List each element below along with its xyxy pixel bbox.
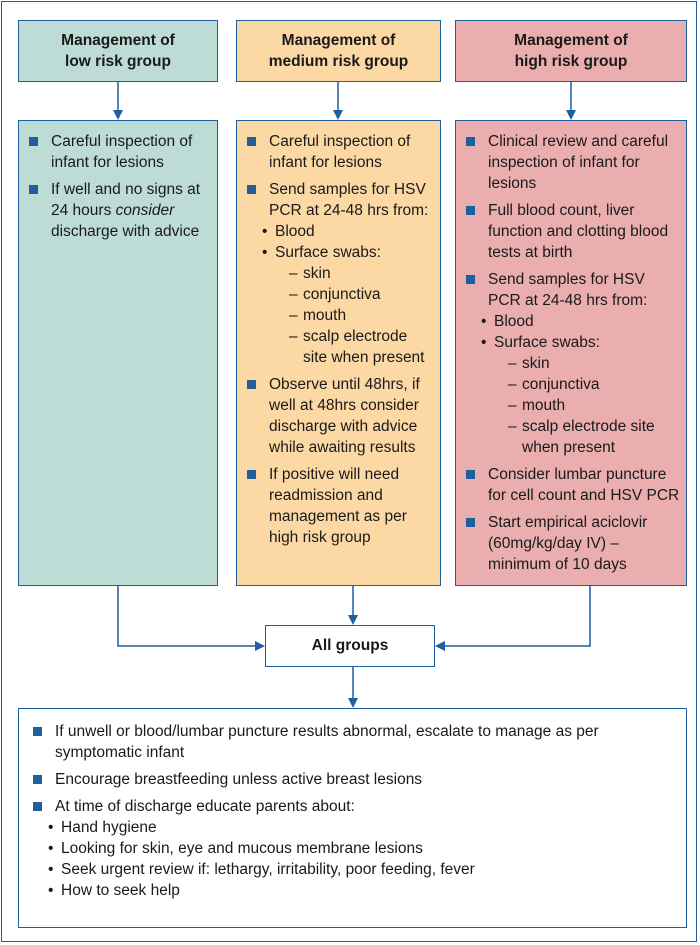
medium-sample-swabs: •Surface swabs: –skin –conjunctiva –mout… [261,242,434,368]
high-risk-title-line1: Management of [514,32,628,49]
high-item-lumbar: Consider lumbar puncture for cell count … [466,464,680,506]
square-bullet-icon [33,727,42,736]
educate-hygiene: •Hand hygiene [48,819,157,836]
square-bullet-icon [466,137,475,146]
medium-swab-mouth: –mouth [289,307,347,324]
all-groups-title: All groups [311,637,389,654]
educate-list: •Hand hygiene •Looking for skin, eye and… [47,817,676,901]
high-item-samples: Send samples for HSV PCR at 24-48 hrs fr… [466,269,680,458]
square-bullet-icon [247,470,256,479]
square-bullet-icon [466,206,475,215]
high-risk-body: Clinical review and careful inspection o… [455,120,687,586]
low-risk-list: Careful inspection of infant for lesions… [29,131,209,242]
low-risk-title-line2: low risk group [65,53,171,70]
high-swab-skin: –skin [508,355,550,372]
high-item-review: Clinical review and careful inspection o… [466,131,680,194]
high-sample-swabs: •Surface swabs: –skin –conjunctiva –mout… [480,332,680,458]
medium-swab-skin: –skin [289,265,331,282]
medium-swab-scalp: –scalp electrode site when present [289,328,425,366]
high-swab-mouth: –mouth [508,397,566,414]
arrow-high-to-all [435,586,591,651]
medium-risk-header: Management of medium risk group [236,20,441,82]
high-risk-list: Clinical review and careful inspection o… [466,131,680,575]
low-risk-header: Management of low risk group [18,20,218,82]
high-item-aciclovir: Start empirical aciclovir (60mg/kg/day I… [466,512,680,575]
low-risk-body: Careful inspection of infant for lesions… [18,120,218,586]
square-bullet-icon [466,518,475,527]
square-bullet-icon [29,185,38,194]
all-groups-header: All groups [265,625,435,667]
high-sample-blood: •Blood [481,313,534,330]
medium-risk-title-line1: Management of [281,32,396,49]
high-risk-header: Management of high risk group [455,20,687,82]
medium-item-samples: Send samples for HSV PCR at 24-48 hrs fr… [247,179,434,368]
high-risk-title-line2: high risk group [514,53,628,70]
all-item-escalate: If unwell or blood/lumbar puncture resul… [33,721,676,763]
medium-risk-list: Careful inspection of infant for lesions… [247,131,434,548]
low-item-inspection: Careful inspection of infant for lesions [29,131,209,173]
high-swab-scalp: –scalp electrode site when present [508,418,655,456]
all-groups-list: If unwell or blood/lumbar puncture resul… [33,721,676,901]
square-bullet-icon [29,137,38,146]
square-bullet-icon [33,775,42,784]
square-bullet-icon [247,185,256,194]
low-item-discharge: If well and no signs at 24 hours conside… [29,179,209,242]
medium-risk-title-line2: medium risk group [268,53,409,70]
medium-risk-body: Careful inspection of infant for lesions… [236,120,441,586]
square-bullet-icon [466,470,475,479]
all-item-educate: At time of discharge educate parents abo… [33,796,676,901]
square-bullet-icon [247,137,256,146]
high-item-bloods: Full blood count, liver function and clo… [466,200,680,263]
medium-sample-blood: •Blood [262,223,315,240]
high-swab-list: –skin –conjunctiva –mouth –scalp electro… [494,353,680,458]
medium-swab-conjunctiva: –conjunctiva [289,286,381,303]
all-groups-body: If unwell or blood/lumbar puncture resul… [18,708,687,928]
medium-swab-list: –skin –conjunctiva –mouth –scalp electro… [275,263,434,368]
medium-sample-list: •Blood •Surface swabs: –skin –conjunctiv… [261,221,434,368]
medium-item-inspection: Careful inspection of infant for lesions [247,131,434,173]
high-swab-conjunctiva: –conjunctiva [508,376,600,393]
all-item-breastfeeding: Encourage breastfeeding unless active br… [33,769,676,790]
educate-lesions: •Looking for skin, eye and mucous membra… [48,840,423,857]
arrow-low-to-all [117,586,265,651]
square-bullet-icon [247,380,256,389]
medium-item-observe: Observe until 48hrs, if well at 48hrs co… [247,374,434,458]
low-risk-title-line1: Management of [61,32,175,49]
square-bullet-icon [33,802,42,811]
square-bullet-icon [466,275,475,284]
medium-item-positive: If positive will need readmission and ma… [247,464,434,548]
educate-urgent-review: •Seek urgent review if: lethargy, irrita… [48,861,475,878]
educate-seek-help: •How to seek help [48,882,180,899]
high-sample-list: •Blood •Surface swabs: –skin –conjunctiv… [480,311,680,458]
